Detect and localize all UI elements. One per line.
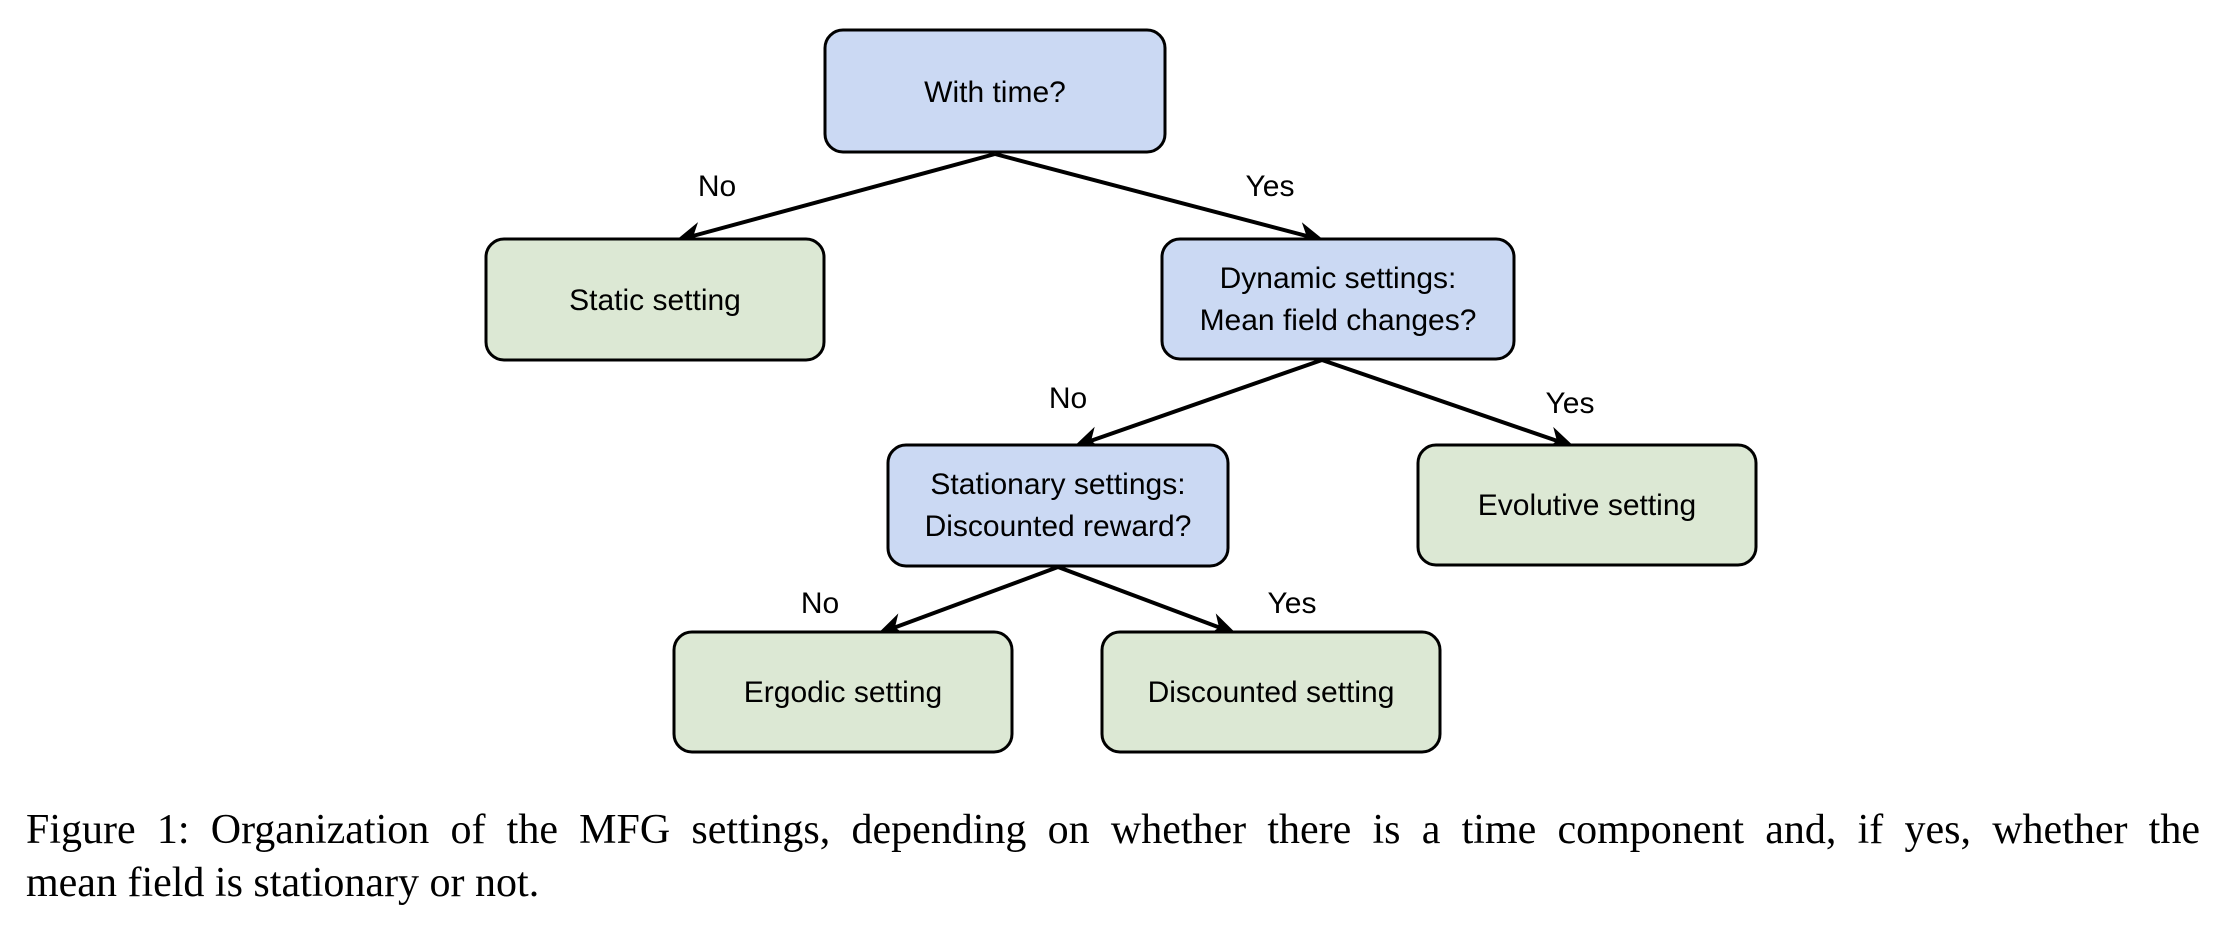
node-static-setting-label: Static setting bbox=[569, 284, 741, 317]
node-dynamic-settings-label-line1: Dynamic settings: bbox=[1220, 262, 1457, 295]
edge-label-no-level2: No bbox=[1049, 382, 1087, 415]
edge-withtime-to-static bbox=[675, 152, 996, 246]
edge-dynamic-to-stationary bbox=[1073, 358, 1323, 450]
node-stationary-settings-box bbox=[886, 443, 1230, 568]
node-dynamic-settings: Dynamic settings: Mean field changes? bbox=[1160, 237, 1516, 361]
node-with-time-label: With time? bbox=[924, 76, 1066, 109]
mfg-settings-decision-tree: No Yes No Yes No Yes With time? Static s… bbox=[484, 28, 1758, 754]
edge-stationary-to-ergodic bbox=[877, 565, 1059, 636]
edge-stationary-to-discounted bbox=[1057, 565, 1237, 636]
edge-dynamic-to-evolutive bbox=[1321, 358, 1575, 450]
figure-caption-line1: Figure 1: Organization of the MFG settin… bbox=[26, 807, 2200, 853]
node-stationary-settings-label-line1: Stationary settings: bbox=[930, 468, 1185, 501]
node-static-setting-box bbox=[484, 237, 826, 362]
node-with-time-box bbox=[823, 28, 1167, 154]
node-discounted-setting: Discounted setting bbox=[1100, 630, 1442, 754]
edge-label-no-level3: No bbox=[801, 587, 839, 620]
node-dynamic-settings-label-line2: Mean field changes? bbox=[1200, 304, 1477, 337]
node-ergodic-setting: Ergodic setting bbox=[672, 630, 1014, 754]
node-with-time: With time? bbox=[823, 28, 1167, 154]
node-discounted-setting-box bbox=[1100, 630, 1442, 754]
edge-label-yes-level1: Yes bbox=[1246, 170, 1295, 203]
edge-label-no-level1: No bbox=[698, 170, 736, 203]
node-evolutive-setting-box bbox=[1416, 443, 1758, 567]
edge-withtime-to-dynamic bbox=[994, 152, 1325, 246]
edge-label-yes-level2: Yes bbox=[1546, 387, 1595, 420]
node-dynamic-settings-box bbox=[1160, 237, 1516, 361]
figure-caption: Figure 1: Organization of the MFG settin… bbox=[26, 804, 2200, 910]
node-evolutive-setting-label: Evolutive setting bbox=[1478, 489, 1696, 522]
node-stationary-settings-label-line2: Discounted reward? bbox=[925, 510, 1192, 543]
node-discounted-setting-label: Discounted setting bbox=[1148, 676, 1395, 709]
node-stationary-settings: Stationary settings: Discounted reward? bbox=[886, 443, 1230, 568]
edge-label-yes-level3: Yes bbox=[1268, 587, 1317, 620]
node-evolutive-setting: Evolutive setting bbox=[1416, 443, 1758, 567]
node-ergodic-setting-label: Ergodic setting bbox=[744, 676, 942, 709]
node-static-setting: Static setting bbox=[484, 237, 826, 362]
node-ergodic-setting-box bbox=[672, 630, 1014, 754]
figure-caption-line2: mean field is stationary or not. bbox=[26, 860, 540, 906]
